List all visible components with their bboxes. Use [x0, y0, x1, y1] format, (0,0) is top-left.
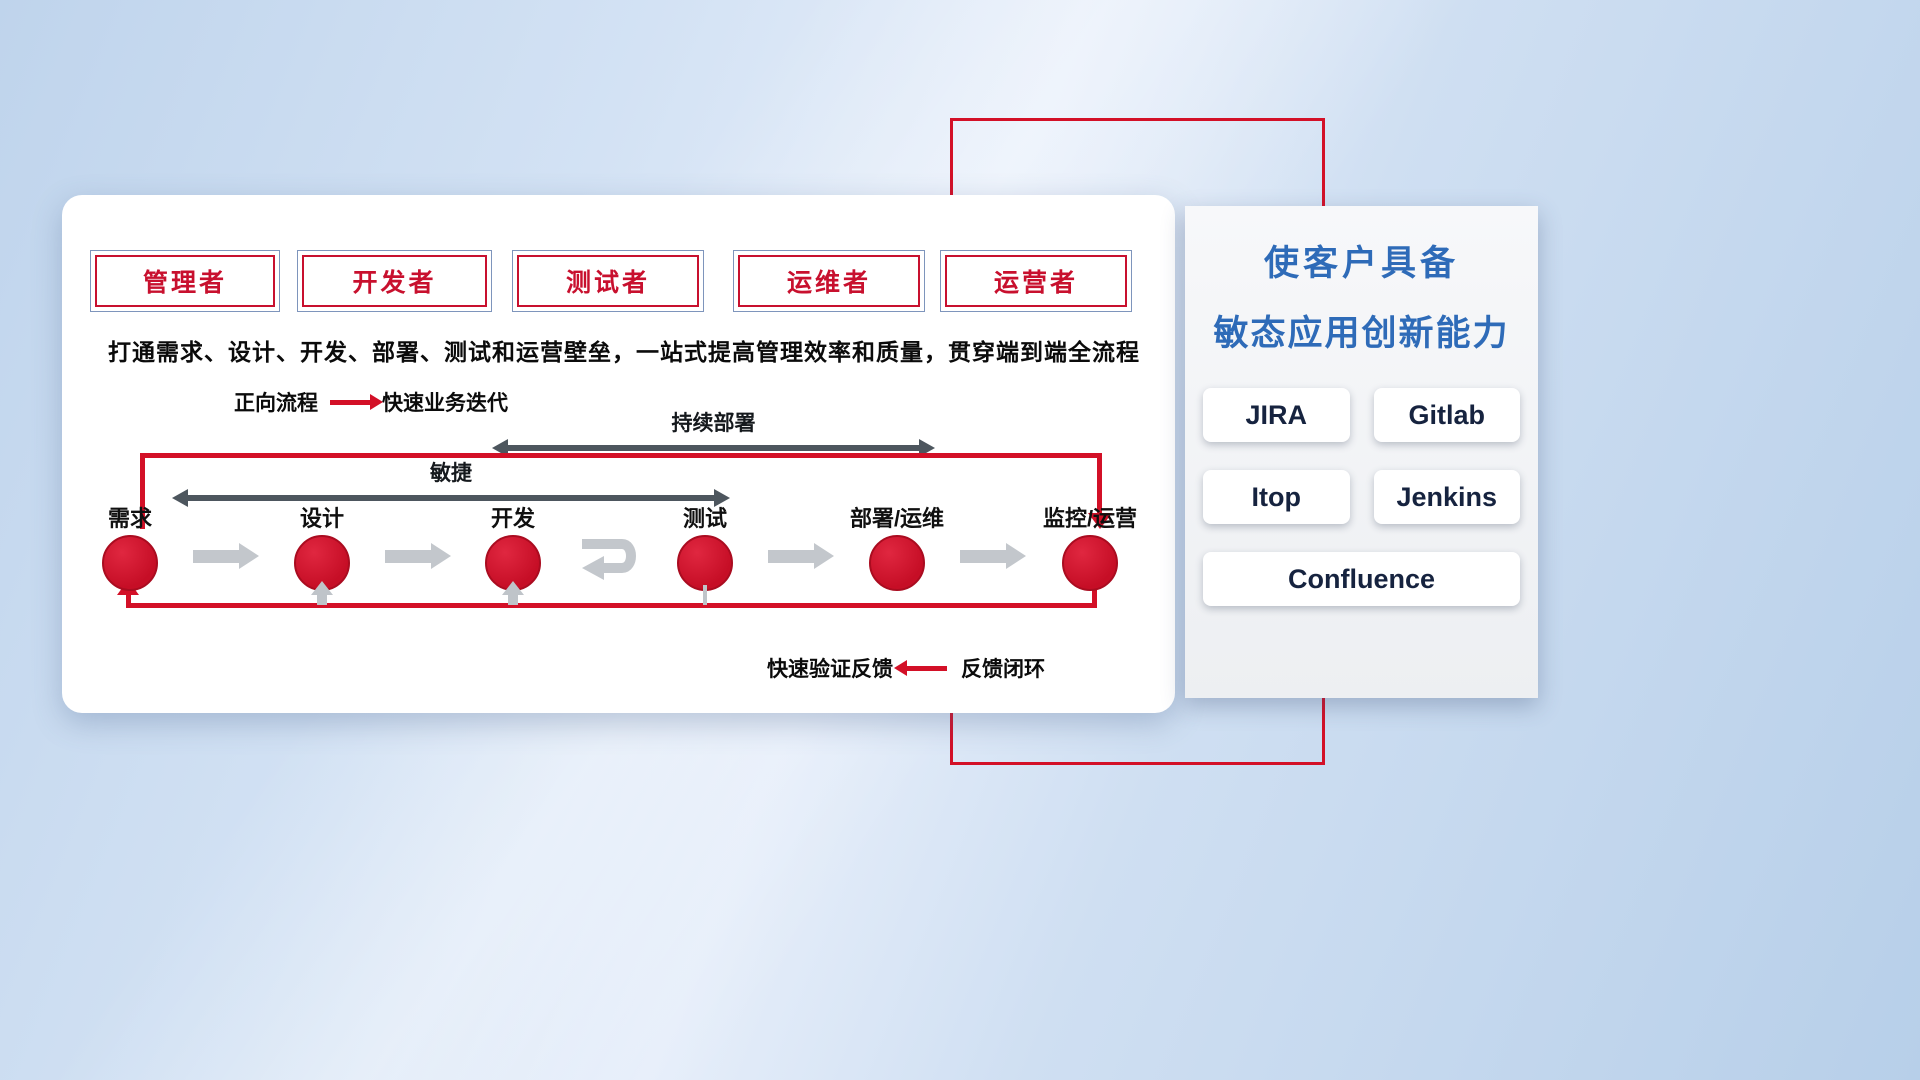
feedback-up-arrow-stem — [508, 594, 518, 605]
continuous-deployment-span: 持续部署 — [490, 407, 937, 457]
feedback-up-arrow-icon — [311, 581, 333, 595]
role-label: 运营者 — [945, 255, 1127, 307]
feedback-legend: 快速验证反馈 反馈闭环 — [767, 653, 1045, 683]
stage-node-circle — [102, 535, 158, 591]
continuous-deployment-range-arrow-icon — [492, 439, 935, 457]
tool-chip-itop: Itop — [1203, 470, 1350, 524]
agile-label: 敏捷 — [430, 462, 472, 485]
stage-requirements: 需求 — [60, 501, 200, 591]
feedback-loop-line-bottom — [126, 603, 1097, 608]
stage-deploy-ops: 部署/运维 — [827, 501, 967, 591]
role-label: 开发者 — [302, 255, 487, 307]
capability-title-line2: 敏态应用创新能力 — [1213, 314, 1510, 353]
flow-arrow-icon — [193, 543, 259, 569]
agile-span: 敏捷 — [170, 457, 732, 507]
feedback-legend-label: 快速验证反馈 — [767, 658, 893, 681]
flow-arrow-icon — [960, 543, 1026, 569]
continuous-deployment-label: 持续部署 — [671, 412, 756, 435]
tool-chip-confluence: Confluence — [1203, 552, 1520, 606]
tool-chip-gitlab: Gitlab — [1373, 388, 1520, 442]
flow-arrow-icon — [385, 543, 451, 569]
role-box-developer: 开发者 — [297, 250, 492, 312]
tool-chip-jenkins: Jenkins — [1373, 470, 1520, 524]
capability-panel: 使客户具备 敏态应用创新能力 JIRA Gitlab Itop Jenkins … — [1185, 206, 1538, 698]
stage-node-circle — [485, 535, 541, 591]
capability-title-line1: 使客户具备 — [1263, 244, 1459, 283]
role-box-operator: 运营者 — [940, 250, 1132, 312]
forward-loop-line-left — [140, 453, 145, 529]
panel-subtitle: 打通需求、设计、开发、部署、测试和运营壁垒，一站式提高管理效率和质量，贯穿端到端… — [108, 339, 1140, 365]
role-label: 管理者 — [95, 255, 275, 307]
role-box-ops: 运维者 — [733, 250, 925, 312]
stage-development: 开发 — [443, 501, 583, 591]
feedback-loop-line-left — [126, 595, 131, 608]
feedback-arrow-icon — [894, 659, 947, 676]
role-label: 运维者 — [738, 255, 920, 307]
forward-loop-line-right — [1097, 453, 1102, 515]
iteration-loop-icon — [582, 539, 636, 580]
agile-range-arrow-icon — [172, 489, 730, 507]
flow-arrow-icon — [768, 543, 834, 569]
tool-chip-jira: JIRA — [1203, 388, 1350, 442]
forward-legend-desc: 快速业务迭代 — [382, 392, 508, 415]
stage-testing: 测试 — [635, 501, 775, 591]
feedback-loop-line-right — [1092, 585, 1097, 608]
stage-node-circle — [869, 535, 925, 591]
stage-node-circle — [1062, 535, 1118, 591]
stage-design: 设计 — [252, 501, 392, 591]
stage-node-circle — [677, 535, 733, 591]
devops-flow-panel: 管理者 开发者 测试者 运维者 运营者 打通需求、设计、开发、部署、测试和运营壁… — [62, 195, 1175, 713]
role-box-tester: 测试者 — [512, 250, 704, 312]
feedback-up-arrow-stem — [317, 594, 327, 605]
feedback-connector-line — [703, 585, 707, 605]
tools-grid: JIRA Gitlab Itop Jenkins Confluence — [1203, 388, 1520, 606]
forward-loop-line-top — [140, 453, 1102, 458]
forward-arrow-icon — [330, 393, 383, 410]
stage-monitor-operations: 监控/运营 — [1020, 501, 1160, 591]
forward-legend: 正向流程 快速业务迭代 — [234, 387, 508, 417]
forward-legend-label: 正向流程 — [234, 392, 318, 415]
feedback-legend-desc: 反馈闭环 — [961, 658, 1045, 681]
role-box-manager: 管理者 — [90, 250, 280, 312]
feedback-up-arrow-icon — [502, 581, 524, 595]
forward-loop-arrowhead-icon — [1088, 513, 1112, 529]
role-label: 测试者 — [517, 255, 699, 307]
